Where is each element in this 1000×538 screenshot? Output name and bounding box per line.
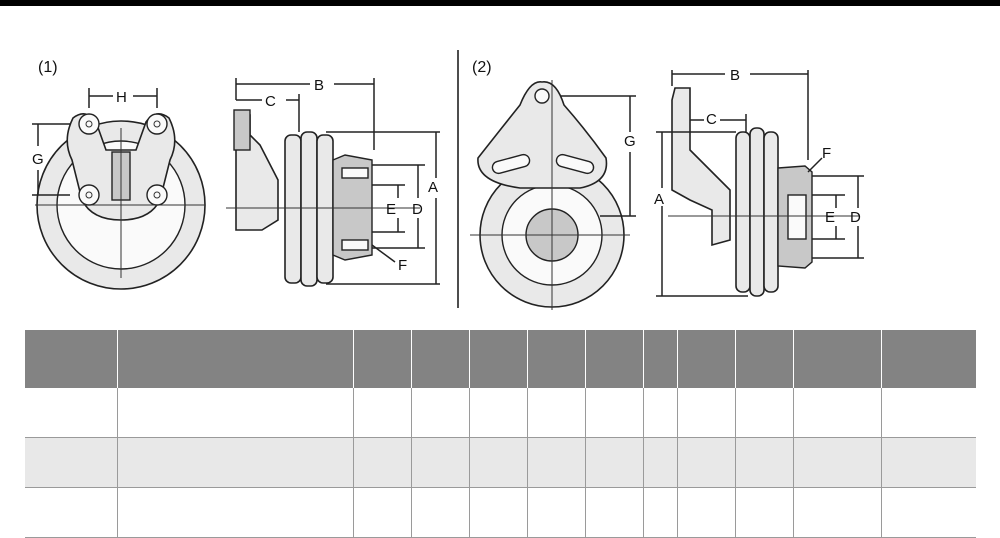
bolt-hole-top-left	[78, 113, 100, 135]
header-cell-1	[25, 330, 117, 388]
bolt-hole-bottom-right	[146, 184, 168, 206]
dim-f-label: F	[398, 257, 407, 274]
dim-g2-label: G	[624, 133, 636, 150]
table-header-row	[25, 330, 976, 388]
panel-2-side-view: B C F A E D	[654, 67, 864, 297]
table-cell	[116, 388, 353, 438]
header-cell-11	[792, 330, 881, 388]
header-cell-6	[526, 330, 585, 388]
table-cell	[410, 437, 469, 488]
fan-clutch-drawings: (1) H G	[32, 50, 864, 310]
table-cell	[468, 487, 527, 538]
bolt-hole-top-right	[146, 113, 168, 135]
dim-e2-label: E	[825, 209, 835, 226]
table-cell	[352, 388, 411, 438]
header-cell-8	[642, 330, 677, 388]
pulley-2-groove-3	[763, 131, 779, 293]
header-cell-3	[352, 330, 411, 388]
dim-b2-label: B	[730, 67, 740, 84]
table-cell	[880, 487, 976, 538]
table-cell	[584, 487, 643, 538]
pulley-2-groove-1	[735, 131, 751, 293]
dim-e-label: E	[386, 201, 396, 218]
table-cell	[116, 487, 353, 538]
dim-a2-label: A	[654, 191, 664, 208]
table-cell	[25, 487, 117, 538]
clutch-stud-bottom	[341, 239, 369, 251]
table-row	[25, 487, 976, 538]
clutch-2-face	[787, 194, 807, 240]
table-cell	[792, 437, 881, 488]
header-cell-12	[880, 330, 976, 388]
table-cell	[410, 487, 469, 538]
dim-h-label: H	[116, 89, 127, 106]
mount-2-top-hole	[534, 88, 550, 104]
panel-1-side-view: B C E D A F	[226, 77, 440, 287]
table-cell	[734, 437, 793, 488]
dim-d-label: D	[412, 201, 423, 218]
table-row	[25, 388, 976, 438]
header-cell-7	[584, 330, 643, 388]
table-cell	[526, 388, 585, 438]
table-cell	[734, 487, 793, 538]
bolt-hole-bottom-left	[78, 184, 100, 206]
dim-c-label: C	[265, 93, 276, 110]
dim-f2-label: F	[822, 145, 831, 162]
dim-d2-label: D	[850, 209, 861, 226]
slot-right	[555, 153, 595, 175]
header-cell-10	[734, 330, 793, 388]
mount-2-side	[671, 87, 731, 247]
table-cell	[468, 437, 527, 488]
table-cell	[676, 437, 735, 488]
side-bolt	[233, 109, 251, 151]
table-row	[25, 437, 976, 488]
table-cell	[468, 388, 527, 438]
table-cell	[792, 388, 881, 438]
technical-drawing-area: (1) H G	[0, 40, 1000, 310]
table-cell	[526, 437, 585, 488]
table-cell	[352, 487, 411, 538]
table-cell	[676, 388, 735, 438]
table-cell	[352, 437, 411, 488]
table-cell	[584, 437, 643, 488]
table-cell	[676, 487, 735, 538]
table-cell	[25, 437, 117, 488]
header-cell-5	[468, 330, 527, 388]
header-cell-2	[116, 330, 353, 388]
slot-left	[491, 153, 531, 175]
dim-a-label: A	[428, 179, 438, 196]
panel-1-label: (1)	[38, 59, 58, 76]
table-cell	[734, 388, 793, 438]
table-cell	[410, 388, 469, 438]
table-cell	[116, 437, 353, 488]
top-border-bar	[0, 0, 1000, 6]
table-cell	[642, 388, 677, 438]
table-cell	[584, 388, 643, 438]
panel-2-front-view: (2) G	[470, 59, 636, 310]
pulley-groove-3	[316, 134, 334, 284]
panel-2-label: (2)	[472, 59, 492, 76]
dim-c2-label: C	[706, 111, 717, 128]
pulley-groove-1	[284, 134, 302, 284]
header-cell-4	[410, 330, 469, 388]
clutch-stud-top	[341, 167, 369, 179]
table-cell	[880, 388, 976, 438]
panel-1-front-view: (1) H G	[32, 59, 206, 290]
spec-table	[25, 330, 976, 538]
header-cell-9	[676, 330, 735, 388]
pulley-groove-2	[300, 131, 318, 287]
dim-b-label: B	[314, 77, 324, 94]
pulley-2-groove-2	[749, 127, 765, 297]
table-cell	[792, 487, 881, 538]
table-cell	[25, 388, 117, 438]
table-cell	[642, 437, 677, 488]
table-cell	[642, 487, 677, 538]
table-cell	[880, 437, 976, 488]
table-cell	[526, 487, 585, 538]
dim-g-label: G	[32, 151, 44, 168]
